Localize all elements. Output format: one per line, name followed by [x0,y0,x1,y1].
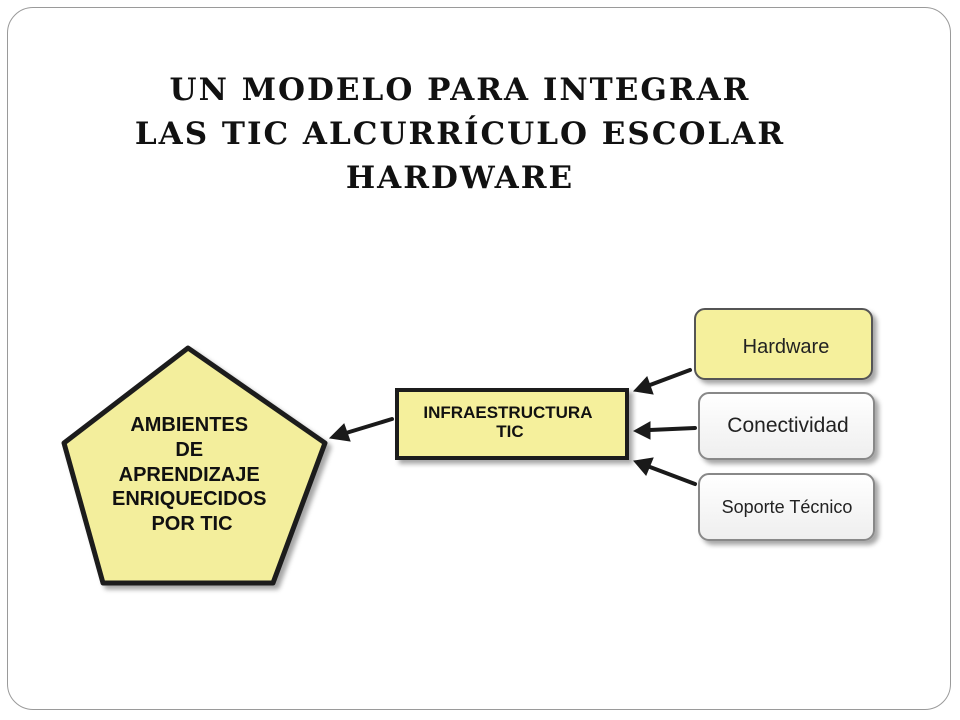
box-hardware-shape [694,308,873,380]
slide-title-line-1: Un modelo para integrar [169,72,751,108]
center-line-2: TIC [496,422,523,441]
box-conectividad-shape [698,392,875,460]
center-line-1: INFRAESTRUCTURA [423,403,592,422]
pentagon-line-3: APRENDIZAJE [119,464,260,486]
box-hardware: Hardware [694,308,873,380]
pentagon-text: AMBIENTES DE APRENDIZAJE ENRIQUECIDOS PO… [112,414,272,535]
slide-title-line-3: Hardware [345,160,575,196]
center-node: INFRAESTRUCTURA TIC [395,388,629,460]
center-box [395,388,629,460]
box-soporte-label: Soporte Técnico [722,497,853,517]
pentagon-line-4: ENRIQUECIDOS [112,488,266,510]
pentagon-line-2: DE [175,439,203,461]
arrows [328,368,697,486]
pentagon-line-5: POR TIC [151,513,232,535]
box-conectividad-label: Conectividad [727,414,848,437]
pentagon-node: AMBIENTES DE APRENDIZAJE ENRIQUECIDOS PO… [61,345,328,586]
box-soporte-shape [698,473,875,541]
pentagon-line-1: AMBIENTES [130,414,248,436]
box-hardware-label: Hardware [743,336,830,358]
arrow-soporte-to-center [633,457,697,486]
arrow-hardware-to-center [632,368,692,395]
box-soporte: Soporte Técnico [698,473,875,541]
arrow-conectividad-to-center [632,421,697,440]
box-conectividad: Conectividad [698,392,875,460]
arrow-center-to-pentagon [328,417,394,442]
pentagon-shape [61,345,328,586]
center-text: INFRAESTRUCTURA TIC [423,403,596,441]
slide-title-line-2: las TIC alcurrículo escolar [134,116,786,152]
